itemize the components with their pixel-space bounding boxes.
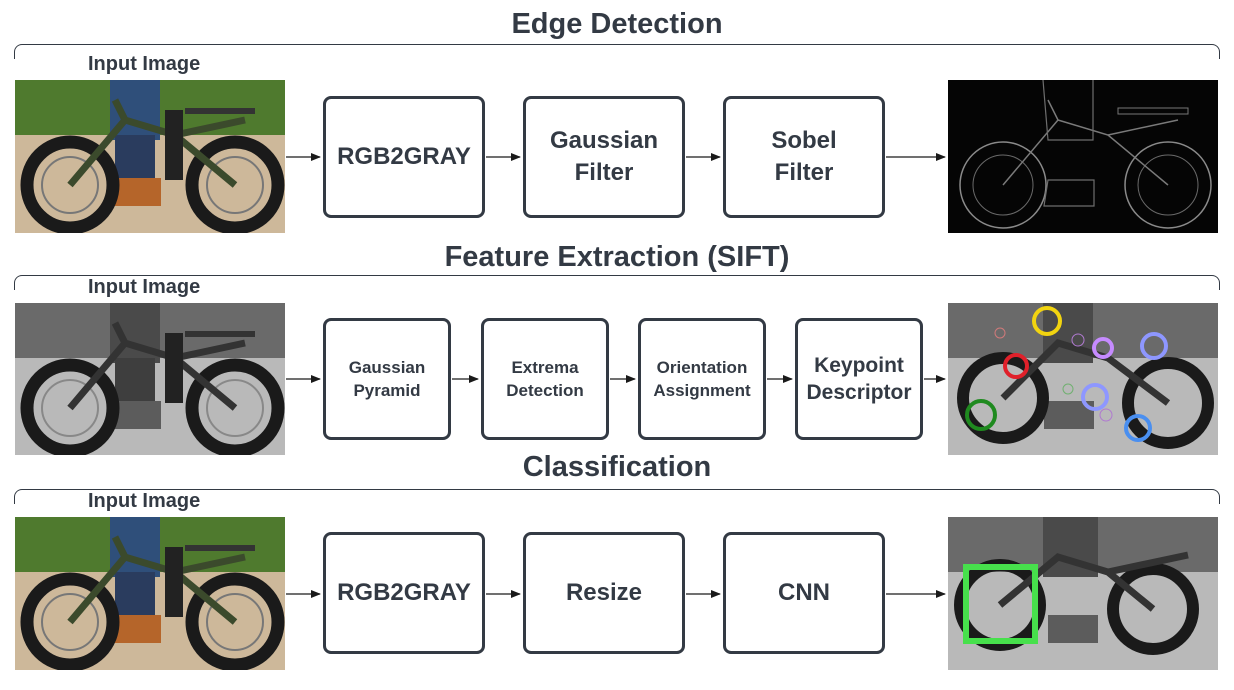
keypoint-circle (1140, 332, 1168, 360)
step-rgb2gray: RGB2GRAY (323, 532, 485, 654)
step-orientation-assignment: Orientation Assignment (638, 318, 766, 440)
step-sobel-filter: Sobel Filter (723, 96, 885, 218)
step-extrema-detection: Extrema Detection (481, 318, 609, 440)
input-image-label: Input Image (88, 53, 201, 75)
step-rgb2gray: RGB2GRAY (323, 96, 485, 218)
keypoint-circle (965, 399, 997, 431)
keypoint-circle (1092, 337, 1114, 359)
section-brace (14, 275, 1220, 290)
keypoint-circle (1081, 383, 1109, 411)
output-edge-map (948, 80, 1218, 233)
detection-box (963, 564, 1038, 644)
input-image-label: Input Image (88, 490, 201, 512)
input-image-label: Input Image (88, 276, 201, 298)
input-image-gray (15, 303, 285, 455)
step-cnn: CNN (723, 532, 885, 654)
keypoint-circle (1032, 306, 1062, 336)
keypoint-circle (1071, 333, 1085, 347)
input-image-color (15, 80, 285, 233)
section-title-edge-detection: Edge Detection (511, 8, 723, 40)
section-brace (14, 489, 1220, 504)
output-sift-keypoints (948, 303, 1218, 455)
keypoint-circle (1124, 414, 1152, 442)
section-brace (14, 44, 1220, 59)
keypoint-circle (1099, 408, 1113, 422)
section-title-classification: Classification (522, 451, 712, 483)
keypoint-circle (994, 327, 1006, 339)
step-gaussian-filter: Gaussian Filter (523, 96, 685, 218)
section-title-feature-extraction: Feature Extraction (SIFT) (444, 241, 790, 273)
step-resize: Resize (523, 532, 685, 654)
keypoint-circle (1062, 383, 1074, 395)
input-image-color (15, 517, 285, 670)
step-keypoint-descriptor: Keypoint Descriptor (795, 318, 923, 440)
keypoint-circle (1003, 353, 1029, 379)
output-cnn-detection (948, 517, 1218, 670)
step-gaussian-pyramid: Gaussian Pyramid (323, 318, 451, 440)
